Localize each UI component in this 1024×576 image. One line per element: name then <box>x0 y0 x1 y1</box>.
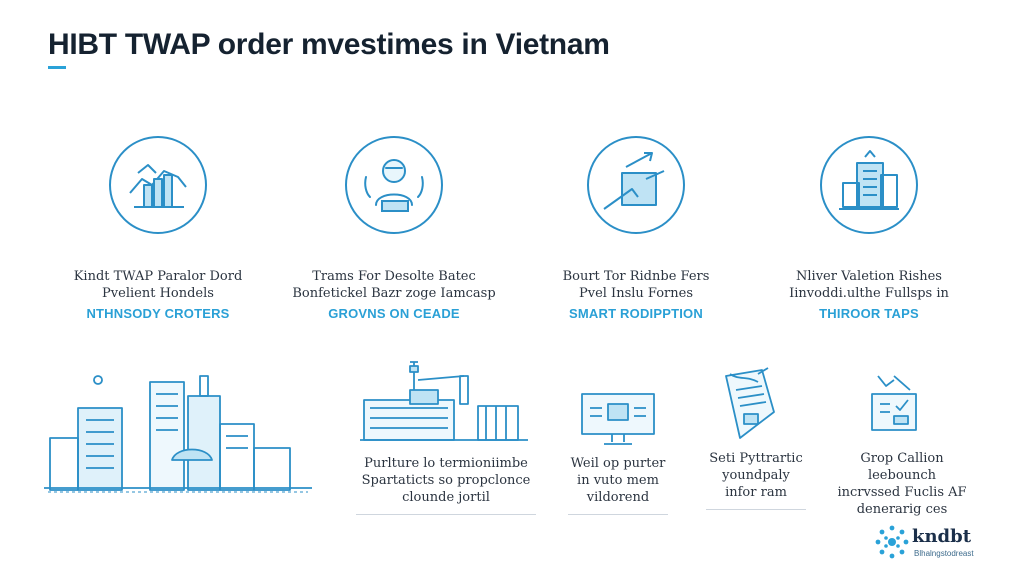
info-item-2-line-3: vildorend <box>586 490 650 505</box>
info-item-3-line-2: youndpaly <box>722 468 790 483</box>
logo-tagline: Blhalngstodreast <box>914 549 974 558</box>
info-item-1-divider <box>356 514 536 515</box>
chart-icon <box>109 136 207 234</box>
info-item-1-line-2: Spartaticts so propclonce <box>361 473 531 488</box>
feature-4-line-2: Iinvoddi.ulthe Fullsps in <box>789 286 949 301</box>
feature-3: Bourt Tor Ridnbe Fers Pvel Inslu Fornes … <box>521 135 751 321</box>
info-item-2-divider <box>568 514 668 515</box>
brand-logo: kndbt Blhalngstodreast <box>874 520 1004 564</box>
info-item-3: Seti Pyttrartic youndpaly infor ram <box>706 450 806 510</box>
info-item-3-line-3: infor ram <box>725 485 787 500</box>
info-item-2-line-2: in vuto mem <box>577 473 659 488</box>
info-item-1-line-3: clounde jortil <box>402 490 490 505</box>
person-icon <box>345 136 443 234</box>
money-icon <box>587 136 685 234</box>
feature-2: Trams For Desolte Batec Bonfetickel Bazr… <box>279 135 509 321</box>
feature-1-line-2: Pvelient Hondels <box>102 286 214 301</box>
feature-1-line-1: Kindt TWAP Paralor Dord <box>73 269 243 284</box>
feature-3-line-2: Pvel Inslu Fornes <box>578 286 693 301</box>
info-item-1-line-1: Purlture lo termioniimbe <box>364 456 528 471</box>
feature-1: Kindt TWAP Paralor Dord Pvelient Hondels… <box>43 135 273 321</box>
feature-4-line-1: Nliver Valetion Rishes <box>796 269 942 284</box>
info-item-4-line-1: Grop Callion leebounch <box>860 451 944 483</box>
feature-2-line-2: Bonfetickel Bazr zoge Iamcasp <box>292 286 496 301</box>
document-icon <box>725 367 775 439</box>
feature-4-caption: THIROOR TAPS <box>819 306 919 321</box>
info-item-4-line-2: incrvssed Fuclis AF <box>837 485 967 500</box>
info-item-3-divider <box>706 509 806 510</box>
city-skyline-illustration <box>44 375 312 493</box>
feature-1-caption: NTHNSODY CROTERS <box>86 306 230 321</box>
feature-2-caption: GROVNS ON CEADE <box>328 306 460 321</box>
city-icon <box>820 136 918 234</box>
feature-4: Nliver Valetion Rishes Iinvoddi.ulthe Fu… <box>754 135 984 321</box>
logo-brand: kndbt <box>912 526 972 547</box>
checklist-icon <box>871 375 917 431</box>
info-item-1: Purlture lo termioniimbe Spartaticts so … <box>356 455 536 515</box>
info-item-4-line-3: denerarig ces <box>856 502 948 517</box>
info-item-2-line-1: Weil op purter <box>570 456 666 471</box>
info-item-4: Grop Callion leebounch incrvssed Fuclis … <box>828 450 976 518</box>
feature-2-line-1: Trams For Desolte Batec <box>312 269 476 284</box>
factory-icon <box>360 361 528 441</box>
logo-mark-icon <box>875 525 909 559</box>
feature-3-line-1: Bourt Tor Ridnbe Fers <box>562 269 710 284</box>
info-item-2: Weil op purter in vuto mem vildorend <box>568 455 668 515</box>
title-underline <box>48 66 66 69</box>
page-title: HIBT TWAP order mvestimes in Vietnam <box>48 28 610 61</box>
monitor-icon <box>581 393 655 445</box>
feature-3-caption: SMART RODIPPTION <box>569 306 703 321</box>
info-item-3-line-1: Seti Pyttrartic <box>709 451 803 466</box>
